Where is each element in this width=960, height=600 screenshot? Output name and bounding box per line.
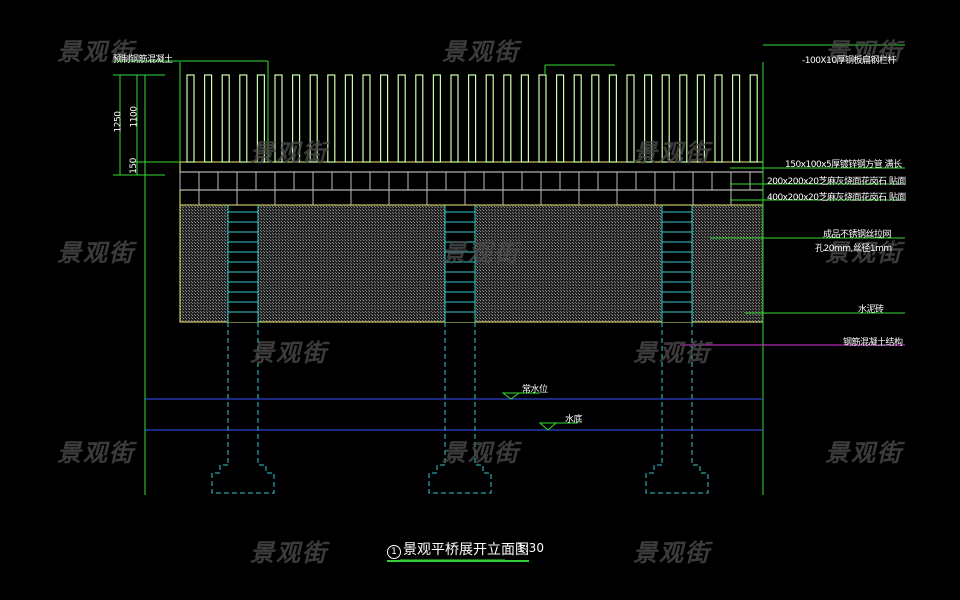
railing-picket bbox=[591, 74, 600, 163]
pillar-top bbox=[228, 205, 258, 322]
railing-picket bbox=[432, 74, 441, 163]
pile-footing bbox=[428, 464, 492, 494]
railing-picket bbox=[714, 74, 723, 163]
railing-picket bbox=[520, 74, 530, 163]
railing-picket bbox=[661, 74, 670, 163]
label-tile-2: 400x200x20芝麻灰烧面花岗石 贴面 bbox=[767, 193, 906, 203]
label-mesh: 成品不锈钢丝拉网 bbox=[823, 230, 892, 240]
railing-picket bbox=[239, 74, 248, 163]
railing-picket bbox=[696, 74, 706, 163]
label-structure: 钢筋混凝土结构 bbox=[843, 338, 903, 348]
label-water-bottom: 水底 bbox=[565, 415, 583, 425]
railing-picket bbox=[327, 74, 336, 163]
railing-picket bbox=[573, 74, 582, 163]
water-level-symbol bbox=[501, 392, 521, 400]
railing-picket bbox=[204, 74, 213, 163]
watermark: 景观街 bbox=[633, 139, 711, 167]
railing-picket bbox=[503, 74, 512, 163]
watermark: 景观街 bbox=[633, 539, 711, 567]
title-marker: 1 bbox=[387, 545, 401, 559]
railing-picket bbox=[626, 74, 635, 163]
deck-frame bbox=[179, 161, 764, 206]
label-top-left: 预制钢筋混凝土 bbox=[113, 55, 173, 65]
watermark: 景观街 bbox=[250, 139, 328, 167]
railing-picket bbox=[256, 74, 265, 163]
railing-picket bbox=[555, 74, 565, 163]
railing-picket bbox=[679, 74, 688, 163]
railing-picket bbox=[749, 74, 758, 163]
label-railing: -100X10厚钢板扁钢栏杆 bbox=[802, 56, 897, 66]
railing-picket bbox=[468, 74, 477, 163]
watermark: 景观街 bbox=[57, 38, 135, 66]
railing-picket bbox=[485, 74, 494, 163]
watermark: 景观街 bbox=[825, 239, 903, 267]
railing-picket bbox=[292, 74, 301, 163]
railing-picket bbox=[450, 74, 459, 163]
drawing-scale: 1:30 bbox=[517, 541, 544, 555]
dim-total: 1250 bbox=[113, 111, 124, 133]
watermark: 景观街 bbox=[825, 439, 903, 467]
railing-picket bbox=[538, 74, 547, 163]
railing-picket bbox=[221, 74, 230, 163]
pile-footing bbox=[645, 464, 709, 494]
water-bottom-symbol bbox=[538, 422, 558, 431]
railing-picket bbox=[362, 74, 371, 163]
watermark: 景观街 bbox=[825, 38, 903, 66]
label-tile-1: 200x200x20芝麻灰烧面花岗石 贴面 bbox=[767, 177, 906, 187]
watermark: 景观街 bbox=[250, 539, 328, 567]
railing-picket bbox=[608, 74, 618, 163]
watermark: 景观街 bbox=[442, 38, 520, 66]
watermark: 景观街 bbox=[633, 339, 711, 367]
railing-picket bbox=[415, 74, 424, 163]
watermark: 景观街 bbox=[57, 239, 135, 267]
dim-lower: 150 bbox=[128, 158, 139, 174]
watermark: 景观街 bbox=[57, 439, 135, 467]
pile-footing bbox=[211, 464, 275, 494]
title-text: 景观平桥展开立面图 bbox=[403, 542, 529, 558]
railing-picket bbox=[380, 74, 389, 163]
railing-picket bbox=[731, 74, 741, 163]
watermark: 景观街 bbox=[250, 339, 328, 367]
railing-picket bbox=[309, 74, 318, 163]
railing-picket bbox=[643, 74, 653, 163]
label-rail-tube: 150x100x5厚镀锌钢方管 满长 bbox=[785, 160, 902, 170]
watermark: 景观街 bbox=[442, 239, 520, 267]
label-normal-water: 常水位 bbox=[522, 385, 548, 395]
railing-picket bbox=[397, 74, 406, 163]
label-mesh-spec: 孔20mm,丝径1mm bbox=[815, 244, 892, 254]
pillar-top bbox=[662, 205, 692, 322]
dim-upper: 1100 bbox=[129, 106, 140, 128]
railing-picket bbox=[186, 74, 195, 163]
watermark: 景观街 bbox=[442, 439, 520, 467]
railing-picket bbox=[344, 74, 353, 163]
label-concrete: 水泥砖 bbox=[858, 305, 884, 315]
railing-picket bbox=[274, 74, 283, 163]
